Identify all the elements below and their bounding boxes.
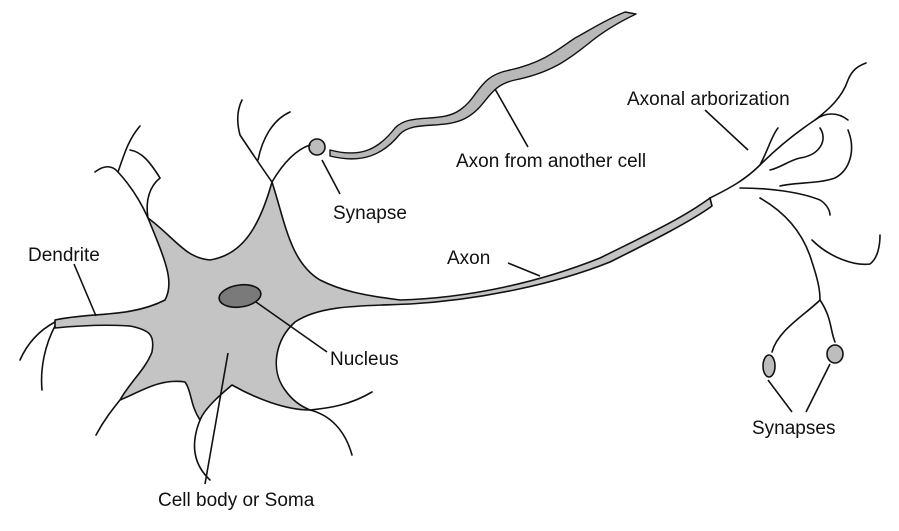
nucleus <box>218 283 262 309</box>
label-nucleus: Nucleus <box>330 349 399 370</box>
terminal-synapse-right <box>826 344 844 364</box>
axonal-arborization <box>709 62 881 353</box>
terminal-synapse-left <box>762 354 776 378</box>
label-synapses: Synapses <box>752 418 835 439</box>
label-dendrite: Dendrite <box>28 245 100 266</box>
leader-lines <box>73 88 831 485</box>
dendrite-branches <box>19 99 373 481</box>
axon-from-another-cell <box>329 11 637 160</box>
label-axonal-arborization: Axonal arborization <box>627 89 790 110</box>
synapse-knob <box>308 138 326 156</box>
cell-body-soma <box>54 181 713 421</box>
label-axon: Axon <box>447 248 490 269</box>
label-axon-from-another-cell: Axon from another cell <box>456 151 646 172</box>
label-synapse: Synapse <box>333 203 407 224</box>
label-cell-body: Cell body or Soma <box>158 490 315 511</box>
